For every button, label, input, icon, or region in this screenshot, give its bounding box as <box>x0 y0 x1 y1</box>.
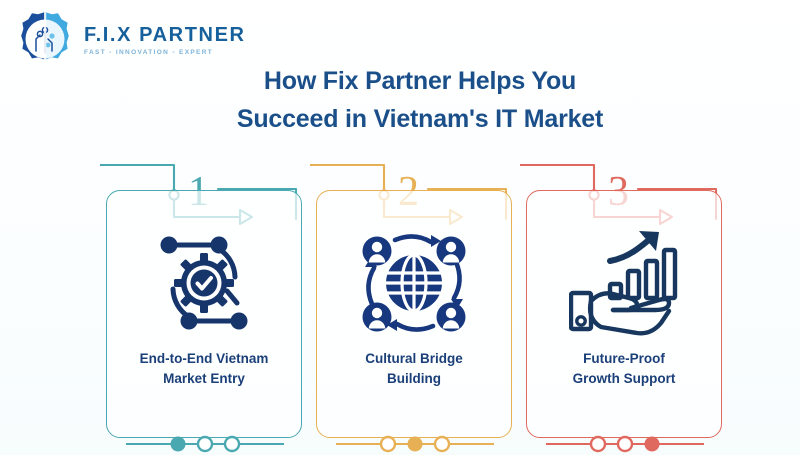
step-icon <box>149 229 259 337</box>
step-progress-dots <box>336 435 494 453</box>
steps-container: 1 <box>0 155 800 455</box>
step-label: Future-Proof Growth Support <box>533 349 715 390</box>
page-title-line-1: How Fix Partner Helps You <box>263 67 577 95</box>
progress-dot <box>223 435 241 453</box>
logo-name: F.I.X PARTNER <box>84 23 246 46</box>
page-title-line-2: Succeed in Vietnam's IT Market <box>236 105 604 133</box>
progress-dot-active <box>407 436 423 452</box>
progress-dot <box>616 435 634 453</box>
step-icon <box>568 229 679 337</box>
step-label-line-1: End-to-End Vietnam <box>139 351 269 366</box>
brand-logo: F.I.X PARTNER FAST - INNOVATION - EXPERT <box>14 8 244 70</box>
progress-dot-active <box>644 436 660 452</box>
step-label: End-to-End Vietnam Market Entry <box>113 349 295 390</box>
globe-people-exchange-icon <box>362 234 466 332</box>
logo-tagline: FAST - INNOVATION - EXPERT <box>84 48 214 56</box>
step-card-box[interactable]: End-to-End Vietnam Market Entry <box>106 190 302 438</box>
step-card-1[interactable]: 1 <box>90 155 310 453</box>
step-card-box[interactable]: Future-Proof Growth Support <box>526 190 722 438</box>
step-progress-dots <box>126 435 284 453</box>
progress-dot <box>196 435 214 453</box>
progress-dot <box>433 435 451 453</box>
step-card-box[interactable]: Cultural Bridge Building <box>316 190 512 438</box>
step-label-line-2: Building <box>387 371 441 387</box>
page-title: How Fix Partner Helps You Succeed in Vie… <box>180 62 660 138</box>
step-card-2[interactable]: 2 <box>212 155 520 453</box>
step-label-line-1: Future-Proof <box>583 351 665 366</box>
progress-dot-active <box>170 436 186 452</box>
gear-checkmark-network-icon <box>160 236 248 330</box>
step-dots-wrap <box>520 434 730 454</box>
step-progress-dots <box>546 435 704 453</box>
step-label-line-2: Market Entry <box>163 371 245 387</box>
progress-dot <box>589 435 607 453</box>
progress-dot <box>379 435 397 453</box>
step-dots-wrap <box>310 434 520 454</box>
step-card-3[interactable]: 3 Future-Proof Growth Support <box>422 155 730 453</box>
logo-text-block: F.I.X PARTNER FAST - INNOVATION - EXPERT <box>84 22 246 57</box>
step-label-line-1: Cultural Bridge <box>365 351 463 366</box>
gear-circuit-logo-icon <box>21 9 69 69</box>
step-label: Cultural Bridge Building <box>323 349 505 390</box>
step-dots-wrap <box>100 434 310 454</box>
step-label-line-2: Growth Support <box>572 371 676 387</box>
hand-growth-chart-icon <box>568 231 678 336</box>
step-icon <box>359 229 469 337</box>
